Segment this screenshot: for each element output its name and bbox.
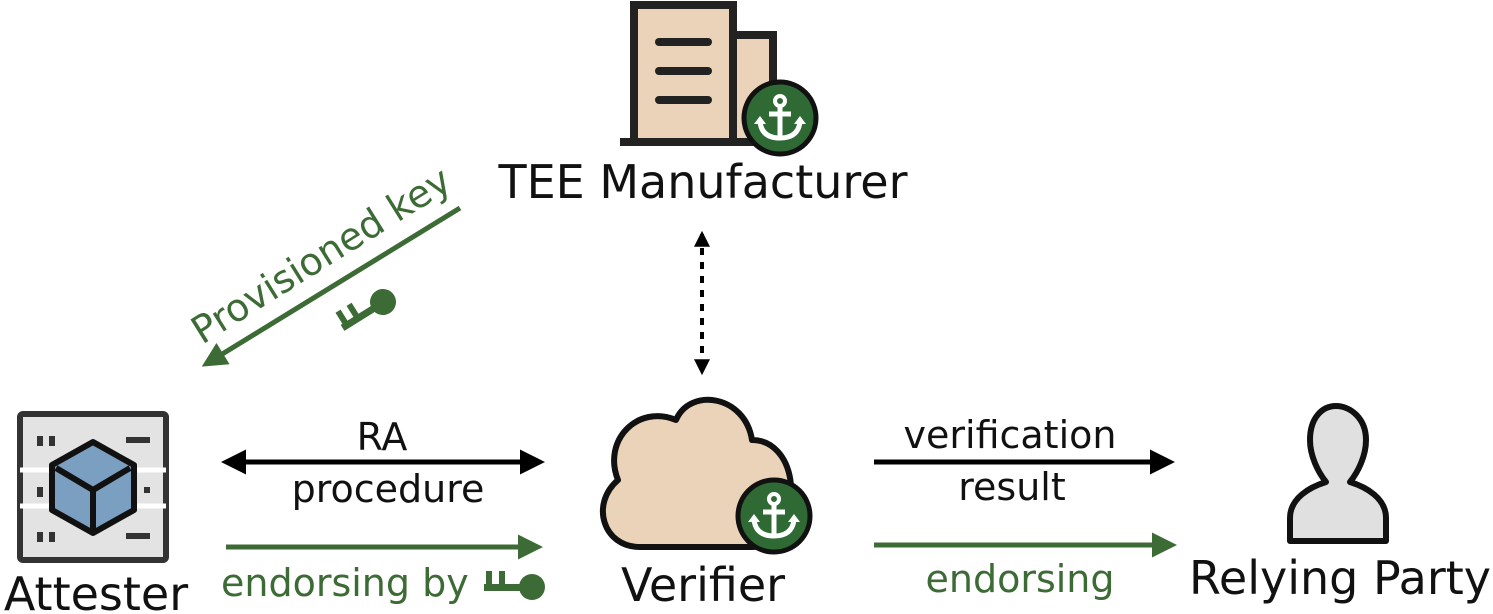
verifier-label: Verifier <box>621 558 785 612</box>
key-icon <box>333 281 401 339</box>
server-cube-icon <box>17 411 169 563</box>
anchor-icon <box>738 480 810 552</box>
anchor-icon <box>744 82 816 154</box>
key-icon <box>484 571 545 600</box>
result-label: result <box>958 465 1066 509</box>
person-icon <box>1287 403 1389 544</box>
endorsing-label: endorsing <box>925 557 1114 601</box>
attester-label: Attester <box>4 567 188 614</box>
procedure-label: procedure <box>292 467 485 511</box>
relying-party-label: Relying Party <box>1189 551 1491 605</box>
verification-label: verification <box>904 413 1117 457</box>
endorsing-by-label: endorsing by <box>221 561 469 605</box>
provisioned-key-label: Provisioned key <box>183 158 458 353</box>
ra-label: RA <box>357 415 408 459</box>
provisioned-key-arrow <box>201 205 462 367</box>
manufacturer-label: TEE Manufacturer <box>497 155 907 209</box>
